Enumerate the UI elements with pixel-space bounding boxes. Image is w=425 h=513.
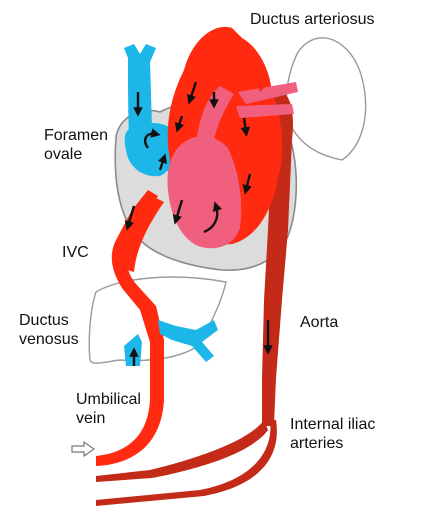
lung bbox=[285, 37, 367, 161]
label-internal-iliac-line2: arteries bbox=[290, 435, 344, 452]
label-ductus-venosus: Ductus venosus bbox=[19, 311, 79, 349]
label-ductus-arteriosus: Ductus arteriosus bbox=[250, 11, 375, 28]
curved-flow-arrow bbox=[203, 201, 223, 234]
label-umbilical-vein-line1: Umbilical bbox=[76, 391, 141, 408]
label-foramen-ovale-line1: Foramen bbox=[44, 127, 109, 144]
portal-vein bbox=[124, 320, 218, 366]
flow-arrows bbox=[124, 81, 273, 366]
label-aorta: Aorta bbox=[300, 314, 339, 331]
label-umbilical-vein-line2: vein bbox=[76, 410, 106, 427]
label-ivc: IVC bbox=[62, 244, 89, 261]
hollow-right-arrow-icon bbox=[71, 440, 96, 458]
label-ductus-venosus-line1: Ductus bbox=[19, 312, 69, 329]
label-foramen-ovale: Foramen ovale bbox=[44, 126, 108, 164]
umbilical-vein bbox=[96, 340, 164, 466]
ivc-upper bbox=[120, 196, 164, 272]
label-ductus-venosus-line2: venosus bbox=[19, 331, 79, 348]
right-ventricle bbox=[167, 136, 242, 249]
internal-iliac-arteries bbox=[96, 420, 277, 506]
pulmonary-trunk bbox=[196, 86, 234, 152]
label-umbilical-vein: Umbilical vein bbox=[76, 390, 141, 428]
curved-flow-arrow-2 bbox=[144, 128, 161, 149]
label-internal-iliac-line1: Internal iliac bbox=[290, 416, 376, 433]
label-foramen-ovale-line2: ovale bbox=[44, 146, 83, 163]
descending-aorta bbox=[262, 87, 293, 427]
label-internal-iliac-arteries: Internal iliac arteries bbox=[290, 415, 375, 453]
pulmonary-arteries bbox=[236, 82, 298, 118]
ductus-arteriosus bbox=[226, 40, 270, 92]
